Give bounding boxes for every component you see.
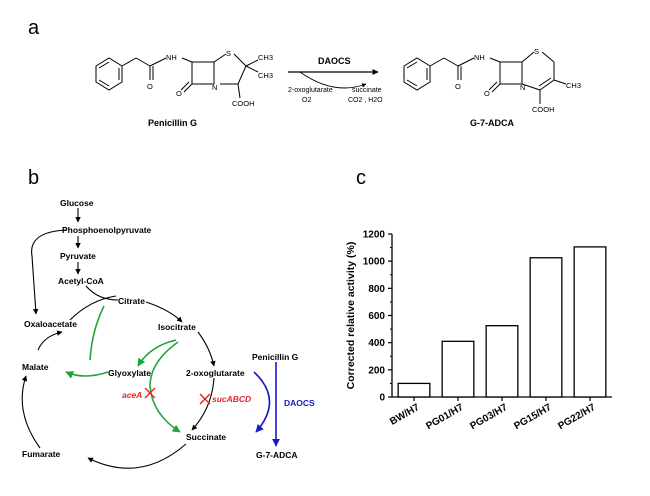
node-oxaloacetate: Oxaloacetate bbox=[24, 319, 77, 329]
bar bbox=[441, 340, 475, 398]
y-tick-label: 400 bbox=[368, 338, 385, 349]
g7adca-n-atom: N bbox=[520, 83, 525, 92]
cosubstrate-2-oxoglutarate: 2-oxoglutarate bbox=[288, 87, 333, 94]
x-category-label: PG01/H7 bbox=[424, 402, 466, 432]
x-category-label: PG15/H7 bbox=[512, 402, 554, 432]
panel-b-letter: b bbox=[28, 167, 39, 189]
pathway-arrows bbox=[21, 208, 216, 469]
gene-acea-label: aceA bbox=[122, 390, 142, 400]
node-phosphoenolpyruvate: Phosphoenolpyruvate bbox=[62, 225, 152, 235]
g7adca-cooh: COOH bbox=[532, 105, 555, 114]
g7adca-nh-atom: NH bbox=[474, 53, 485, 62]
acea-knockout-cross-icon bbox=[144, 387, 156, 399]
y-tick-label: 1200 bbox=[363, 230, 386, 241]
y-tick-label: 600 bbox=[368, 311, 385, 322]
x-category-label: PG22/H7 bbox=[556, 402, 598, 432]
node-glucose: Glucose bbox=[60, 198, 94, 208]
node-2-oxoglutarate: 2-oxoglutarate bbox=[186, 368, 245, 378]
g7adca-structure bbox=[403, 51, 567, 104]
y-tick-label: 0 bbox=[379, 393, 385, 404]
node-penicillin-g: Penicillin G bbox=[252, 352, 299, 362]
bar bbox=[485, 325, 519, 398]
g7adca-amide-o-atom: O bbox=[455, 82, 461, 91]
penicillin-g-structure bbox=[95, 53, 259, 99]
cofactor-curve-arrow bbox=[299, 71, 367, 89]
node-malate: Malate bbox=[22, 362, 49, 372]
g7adca-ch3: CH3 bbox=[566, 81, 581, 90]
x-category-label: PG03/H7 bbox=[468, 402, 510, 432]
panel-a: a NH S bbox=[28, 17, 581, 128]
node-g7adca: G-7-ADCA bbox=[256, 450, 298, 460]
daocs-enzyme-label: DAOCS bbox=[318, 56, 351, 66]
penicillin-ch3-bottom: CH3 bbox=[258, 71, 273, 80]
gene-sucabcd-label: sucABCD bbox=[212, 394, 251, 404]
panel-c-letter: c bbox=[356, 167, 366, 189]
y-tick-label: 1000 bbox=[363, 257, 386, 268]
node-fumarate: Fumarate bbox=[22, 449, 61, 459]
y-axis-title: Corrected relative activity (%) bbox=[345, 242, 357, 390]
penicillin-s-atom: S bbox=[226, 49, 231, 58]
g7adca-name: G-7-ADCA bbox=[470, 118, 514, 128]
daocs-blue-label: DAOCS bbox=[284, 398, 315, 408]
penicillin-g-name: Penicillin G bbox=[148, 118, 197, 128]
penicillin-n-atom: N bbox=[212, 83, 217, 92]
glyoxylate-shunt-arrows bbox=[65, 305, 181, 433]
node-isocitrate: Isocitrate bbox=[158, 322, 196, 332]
node-acetyl-coa: Acetyl-CoA bbox=[58, 276, 104, 286]
node-succinate: Succinate bbox=[186, 432, 226, 442]
node-pyruvate: Pyruvate bbox=[60, 251, 96, 261]
bar bbox=[573, 246, 607, 398]
sucabcd-knockout-cross-icon bbox=[199, 393, 211, 405]
panel-a-letter: a bbox=[28, 17, 40, 39]
bar bbox=[529, 257, 563, 398]
y-tick-label: 800 bbox=[368, 284, 385, 295]
penicillin-ch3-top: CH3 bbox=[258, 53, 273, 62]
node-glyoxylate: Glyoxylate bbox=[108, 368, 151, 378]
penicillin-cooh: COOH bbox=[232, 99, 255, 108]
coproduct-succinate: succinate bbox=[352, 87, 382, 94]
penicillin-o-atom: O bbox=[176, 89, 182, 98]
cosubstrate-o2: O2 bbox=[302, 97, 311, 104]
panel-b: b bbox=[21, 167, 315, 469]
coproduct-co2-h2o: CO2 , H2O bbox=[348, 97, 383, 104]
g7adca-s-atom: S bbox=[534, 47, 539, 56]
daocs-pathway-arrows bbox=[253, 362, 280, 447]
y-tick-label: 200 bbox=[368, 365, 385, 376]
g7adca-o-atom: O bbox=[484, 89, 490, 98]
bar bbox=[397, 382, 431, 398]
x-category-label: BW/H7 bbox=[388, 402, 422, 428]
node-citrate: Citrate bbox=[118, 296, 145, 306]
penicillin-amide-o-atom: O bbox=[147, 82, 153, 91]
penicillin-nh-atom: NH bbox=[166, 53, 177, 62]
